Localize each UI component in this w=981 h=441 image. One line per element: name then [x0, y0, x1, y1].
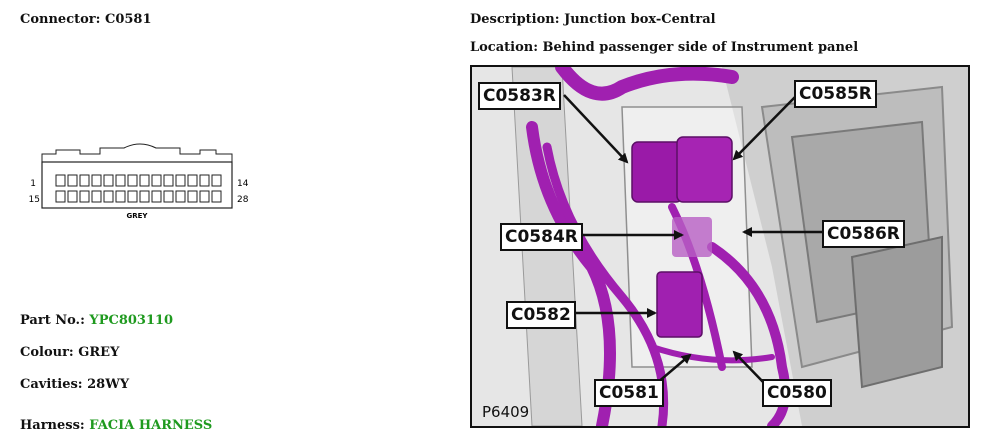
pin-cavity-5: [103, 174, 114, 187]
callout-c0580: C0580: [762, 379, 832, 407]
callout-c0583r: C0583R: [478, 82, 561, 110]
pin-cavity-13: [199, 174, 210, 187]
pin-cavity-4: [91, 174, 102, 187]
pin-cavity-7: [127, 174, 138, 187]
description-value: Junction box-Central: [564, 12, 716, 27]
pin-cavity-22: [139, 190, 150, 203]
pin-label-28: 28: [237, 195, 249, 205]
location-line: Location: Behind passenger side of Instr…: [470, 40, 858, 55]
description-label: Description:: [470, 12, 560, 27]
pin-row-bottom: [55, 190, 222, 203]
connector-label: Connector:: [20, 12, 101, 27]
description-line: Description: Junction box-Central: [470, 12, 716, 27]
harness-link[interactable]: FACIA HARNESS: [89, 418, 213, 433]
location-illustration: C0583R C0585R C0584R C0586R C0582 C0581 …: [470, 65, 970, 428]
pin-cavity-19: [103, 190, 114, 203]
callout-c0585r: C0585R: [794, 80, 877, 108]
pin-cavity-28: [211, 190, 222, 203]
cavities-line: Cavities: 28WY: [20, 377, 129, 392]
pin-label-15: 15: [29, 195, 40, 205]
pin-cavity-25: [175, 190, 186, 203]
harness-line: Harness: FACIA HARNESS: [20, 418, 212, 433]
pin-label-1: 1: [30, 179, 36, 189]
pin-label-14: 14: [237, 179, 249, 189]
part-no-line: Part No.: YPC803110: [20, 313, 173, 328]
callout-c0586r: C0586R: [822, 220, 905, 248]
connector-face-diagram: 1 14 15 28 GREY: [29, 143, 249, 220]
part-no-link[interactable]: YPC803110: [89, 313, 174, 328]
pin-cavity-9: [151, 174, 162, 187]
connector-value: C0581: [104, 12, 152, 27]
pin-cavity-8: [139, 174, 150, 187]
pin-cavity-23: [151, 190, 162, 203]
pin-cavity-10: [163, 174, 174, 187]
harness-label: Harness:: [20, 418, 85, 433]
pin-cavity-11: [175, 174, 186, 187]
pin-cavity-2: [67, 174, 78, 187]
callout-c0581: C0581: [594, 379, 664, 407]
pin-cavity-24: [163, 190, 174, 203]
pin-cavity-16: [67, 190, 78, 203]
pin-cavity-27: [199, 190, 210, 203]
location-label: Location:: [470, 40, 539, 55]
pin-cavity-3: [79, 174, 90, 187]
illustration-id: P6409: [482, 403, 530, 421]
pin-cavity-12: [187, 174, 198, 187]
callout-c0582: C0582: [506, 301, 576, 329]
pin-row-top: [55, 174, 222, 187]
pin-cavity-18: [91, 190, 102, 203]
colour-line: Colour: GREY: [20, 345, 119, 360]
colour-label: Colour:: [20, 345, 74, 360]
cavities-label: Cavities:: [20, 377, 83, 392]
pin-cavity-26: [187, 190, 198, 203]
pin-cavity-1: [55, 174, 66, 187]
connector-colour-label: GREY: [127, 212, 149, 220]
location-value: Behind passenger side of Instrument pane…: [542, 40, 859, 55]
pin-cavity-20: [115, 190, 126, 203]
pin-cavity-14: [211, 174, 222, 187]
cavities-value: 28WY: [87, 377, 130, 392]
pin-cavity-17: [79, 190, 90, 203]
connector-line: Connector: C0581: [20, 12, 152, 27]
pin-cavity-6: [115, 174, 126, 187]
pin-cavity-15: [55, 190, 66, 203]
pin-cavity-21: [127, 190, 138, 203]
callout-c0584r: C0584R: [500, 223, 583, 251]
part-no-label: Part No.:: [20, 313, 85, 328]
colour-value: GREY: [78, 345, 120, 360]
